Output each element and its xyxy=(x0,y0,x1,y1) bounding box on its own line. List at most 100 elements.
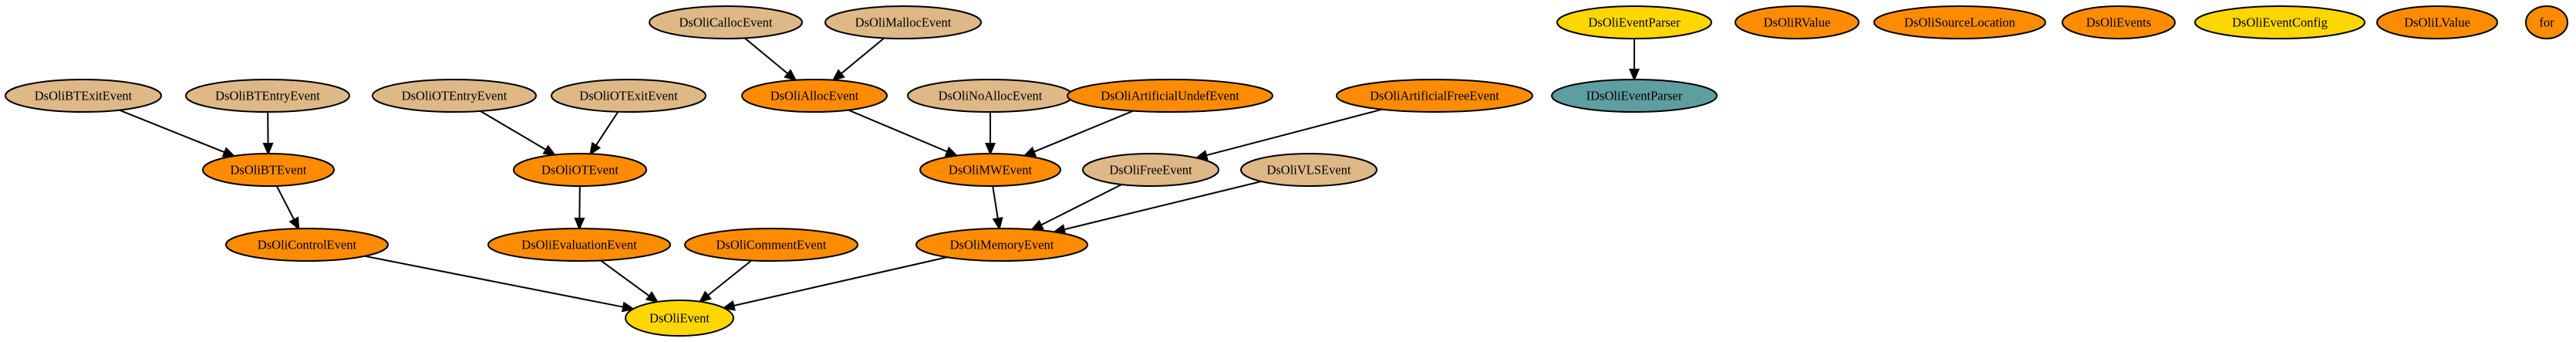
node-ellipse xyxy=(1873,5,2046,39)
node-vlsevent[interactable]: DsOliVLSEvent xyxy=(1240,153,1377,187)
arrowhead-icon xyxy=(288,216,300,231)
edge-line xyxy=(480,110,547,151)
node-btentryevent[interactable]: DsOliBTEntryEvent xyxy=(185,79,350,113)
node-ellipse xyxy=(185,79,350,113)
edge-line xyxy=(1064,181,1262,231)
edge-layer xyxy=(119,37,1640,313)
node-controlevent[interactable]: DsOliControlEvent xyxy=(225,228,389,262)
node-ellipse xyxy=(824,5,982,39)
node-label: DsOliMemoryEvent xyxy=(950,238,1054,252)
node-event[interactable]: DsOliEvent xyxy=(625,300,734,337)
edge-callocevent-to-allocevent xyxy=(743,37,797,82)
node-label: DsOliBTExitEvent xyxy=(35,89,133,103)
node-label: DsOliRValue xyxy=(1764,15,1831,30)
edge-line xyxy=(364,255,624,308)
node-memoryevent[interactable]: DsOliMemoryEvent xyxy=(915,228,1088,262)
edge-line xyxy=(119,109,225,154)
edge-btevent-to-controlevent xyxy=(275,185,300,231)
node-lvalue[interactable]: DsOliLValue xyxy=(2376,5,2498,39)
node-ellipse xyxy=(915,228,1088,262)
node-evaluationevent[interactable]: DsOliEvaluationEvent xyxy=(487,228,671,262)
node-ellipse xyxy=(1067,79,1273,113)
arrowhead-icon xyxy=(1628,69,1640,82)
node-ellipse xyxy=(1735,5,1860,39)
node-label: DsOliEvaluationEvent xyxy=(521,238,637,252)
node-label: DsOliEvents xyxy=(2086,15,2151,30)
node-label: DsOliNoAllocEvent xyxy=(939,89,1043,103)
node-label: DsOliMallocEvent xyxy=(855,15,952,30)
node-ellipse xyxy=(649,5,803,39)
node-rvalue[interactable]: DsOliRValue xyxy=(1735,5,1860,39)
edge-evaluationevent-to-event xyxy=(600,259,659,303)
node-ellipse xyxy=(1082,153,1219,187)
arrowhead-icon xyxy=(1030,219,1044,231)
node-freeevent[interactable]: DsOliFreeEvent xyxy=(1082,153,1219,187)
node-noallocevent[interactable]: DsOliNoAllocEvent xyxy=(907,79,1074,113)
arrowhead-icon xyxy=(944,146,959,157)
node-ellipse xyxy=(2525,5,2568,39)
node-ellipse xyxy=(1336,79,1533,113)
edge-line xyxy=(275,185,295,221)
node-commentevent[interactable]: DsOliCommentEvent xyxy=(684,228,858,262)
node-mallocevent[interactable]: DsOliMallocEvent xyxy=(824,5,982,39)
edge-line xyxy=(1033,110,1134,153)
arrowhead-icon xyxy=(1023,146,1037,157)
node-btexitevent[interactable]: DsOliBTExitEvent xyxy=(5,79,162,113)
node-sourcelocation[interactable]: DsOliSourceLocation xyxy=(1873,5,2046,39)
node-label: DsOliOTEvent xyxy=(541,163,619,178)
node-label: DsOliLValue xyxy=(2404,15,2470,30)
node-artundefevent[interactable]: DsOliArtificialUndefEvent xyxy=(1067,79,1273,113)
node-ellipse xyxy=(2194,5,2365,39)
node-label: DsOliFreeEvent xyxy=(1109,163,1192,178)
node-mwevent[interactable]: DsOliMWEvent xyxy=(919,153,1061,187)
node-otexitevent[interactable]: DsOliOTExitEvent xyxy=(551,79,706,113)
node-label: DsOliCommentEvent xyxy=(716,238,827,252)
node-for[interactable]: for xyxy=(2525,5,2568,39)
node-ellipse xyxy=(551,79,706,113)
node-otentryevent[interactable]: DsOliOTEntryEvent xyxy=(372,79,537,113)
node-ellipse xyxy=(372,79,537,113)
edge-line xyxy=(1040,184,1122,226)
edge-line xyxy=(600,259,650,297)
node-btevent[interactable]: DsOliBTEvent xyxy=(202,153,335,187)
arrowhead-icon xyxy=(984,143,996,156)
node-eventconfig[interactable]: DsOliEventConfig xyxy=(2194,5,2365,39)
node-ellipse xyxy=(2376,5,2498,39)
arrowhead-icon xyxy=(784,69,797,82)
edge-line xyxy=(743,37,789,75)
edge-eventparser-to-ieventparser xyxy=(1628,39,1640,82)
edge-btexitevent-to-btevent xyxy=(119,109,236,157)
node-ellipse xyxy=(513,153,647,187)
edge-line xyxy=(840,37,885,75)
node-otevent[interactable]: DsOliOTEvent xyxy=(513,153,647,187)
node-ellipse xyxy=(225,228,389,262)
edge-noallocevent-to-mwevent xyxy=(984,112,996,156)
node-ellipse xyxy=(202,153,335,187)
edge-otentryevent-to-otevent xyxy=(480,110,557,156)
node-ellipse xyxy=(625,300,734,337)
node-callocevent[interactable]: DsOliCallocEvent xyxy=(649,5,803,39)
arrowhead-icon xyxy=(722,300,736,311)
node-allocevent[interactable]: DsOliAllocEvent xyxy=(741,79,888,113)
node-label: DsOliArtificialUndefEvent xyxy=(1101,89,1239,103)
arrowhead-icon xyxy=(542,144,557,156)
edge-otexitevent-to-otevent xyxy=(589,111,619,156)
node-events[interactable]: DsOliEvents xyxy=(2062,5,2176,39)
node-label: DsOliArtificialFreeEvent xyxy=(1370,89,1499,103)
edge-line xyxy=(707,259,753,296)
node-label: DsOliSourceLocation xyxy=(1904,15,2015,30)
node-label: DsOliEventConfig xyxy=(2232,15,2328,30)
node-ellipse xyxy=(487,228,671,262)
arrowhead-icon xyxy=(992,217,1003,231)
arrowhead-icon xyxy=(831,69,845,82)
node-artfreeevent[interactable]: DsOliArtificialFreeEvent xyxy=(1336,79,1533,113)
arrowhead-icon xyxy=(221,147,236,157)
arrowhead-icon xyxy=(574,217,585,231)
edge-line xyxy=(733,256,948,306)
node-label: DsOliMWEvent xyxy=(949,163,1033,178)
node-label: DsOliOTEntryEvent xyxy=(402,89,507,103)
node-eventparser[interactable]: DsOliEventParser xyxy=(1556,5,1712,39)
edge-artundefevent-to-mwevent xyxy=(1023,110,1134,157)
node-ieventparser[interactable]: IDsOliEventParser xyxy=(1551,79,1718,113)
